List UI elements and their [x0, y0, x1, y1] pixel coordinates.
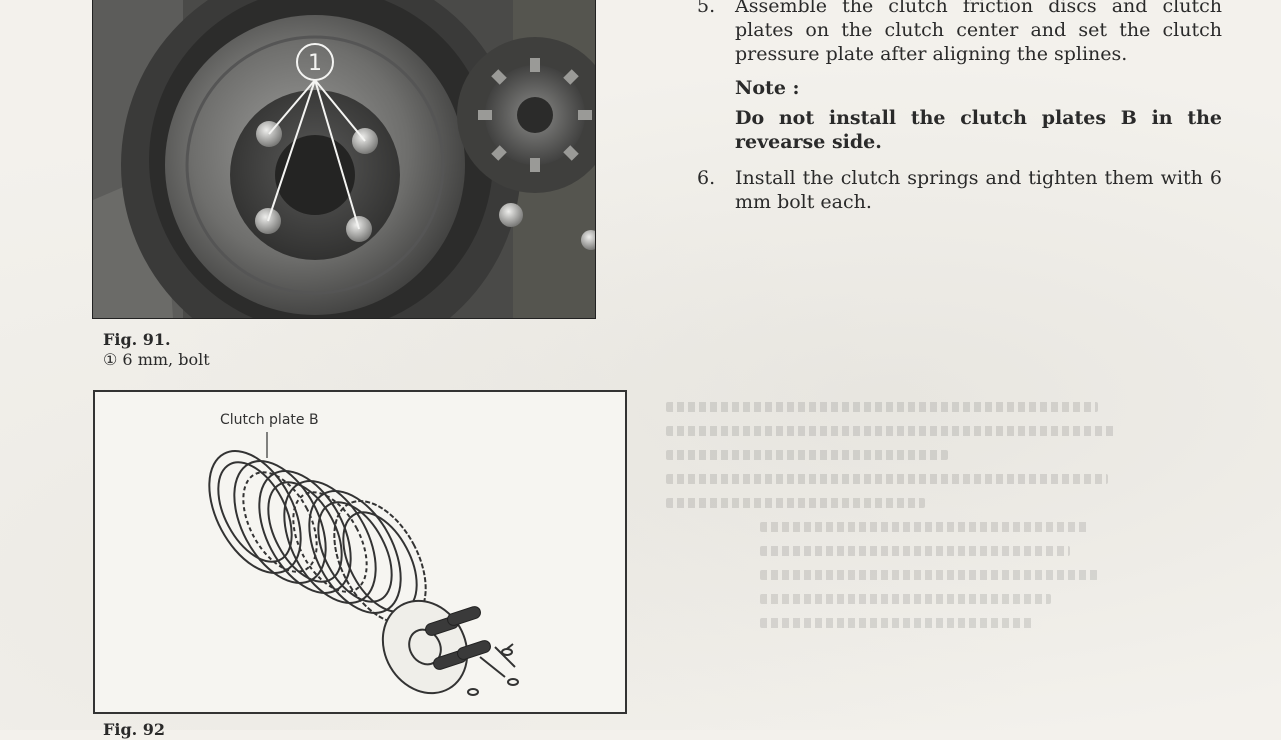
bleed-through-text — [666, 402, 1136, 682]
clutch-plate-b-label: Clutch plate B — [220, 412, 319, 428]
fig91-callout-number: 1 — [308, 51, 322, 76]
instructions-column: 5. Assemble the clutch friction discs an… — [697, 0, 1222, 224]
step-6-number: 6. — [697, 167, 716, 189]
step-5-number: 5. — [697, 0, 716, 17]
fig91-caption-block: Fig. 91. ① 6 mm, bolt — [103, 330, 210, 370]
step-5: 5. Assemble the clutch friction discs an… — [697, 0, 1222, 66]
note-text: Do not install the clutch plates B in th… — [735, 107, 1222, 153]
fig92-label: Fig. 92 — [103, 720, 166, 739]
fig91-caption: ① 6 mm, bolt — [103, 350, 210, 369]
fig91-photo: 1 — [92, 0, 596, 319]
step-5-text: Assemble the clutch friction discs and c… — [735, 0, 1222, 65]
fig91-label: Fig. 91. — [103, 330, 171, 349]
note-block: Note : Do not install the clutch plates … — [735, 76, 1222, 154]
step-6: 6. Install the clutch springs and tighte… — [697, 166, 1222, 214]
note-title: Note : — [735, 77, 800, 99]
step-6-text: Install the clutch springs and tighten t… — [735, 167, 1222, 213]
fig92-drawing: Clutch plate B — [93, 390, 627, 714]
